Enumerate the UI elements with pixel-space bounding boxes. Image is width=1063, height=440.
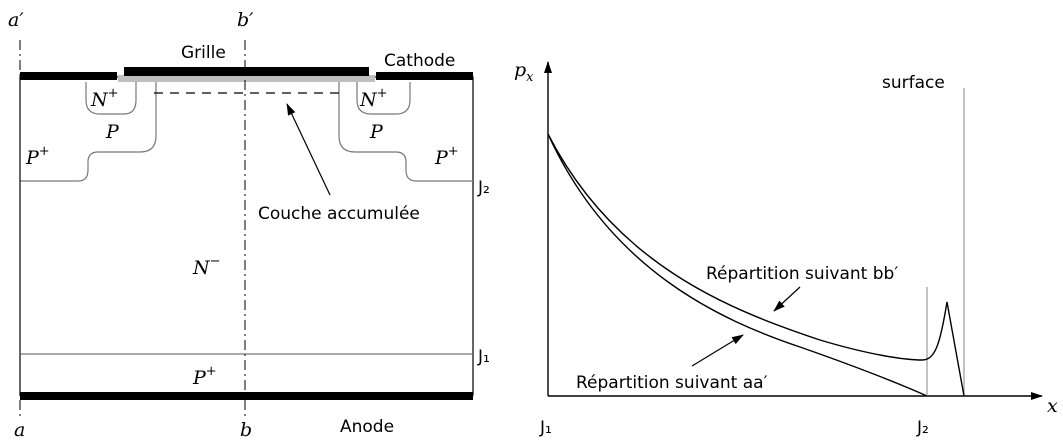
n-plus-region-right <box>356 82 411 115</box>
label-b-prime: b′ <box>237 9 254 31</box>
p-plus-left-label: P+ <box>25 144 50 169</box>
x-axis-label: x <box>1047 395 1058 417</box>
curve-aa <box>547 133 928 397</box>
n-plus-region-left <box>85 82 137 115</box>
anode-contact <box>20 392 473 400</box>
cathode-contact-left <box>20 72 117 80</box>
grille-label: Grille <box>181 43 226 63</box>
curve-bb-arrow <box>773 286 801 312</box>
cathode-label: Cathode <box>384 51 455 71</box>
anode-label: Anode <box>340 417 394 437</box>
p-left-label: P <box>105 121 120 143</box>
device-body <box>19 76 474 396</box>
y-axis-label: px <box>514 59 534 85</box>
accumulation-layer-label: Couche accumulée <box>258 204 420 224</box>
curve-aa-arrow <box>691 334 744 367</box>
p-plus-bottom-label: P+ <box>192 364 217 389</box>
gate-oxide <box>118 75 375 82</box>
n-minus-label: N− <box>192 254 221 279</box>
n-plus-left-label: N+ <box>90 86 119 111</box>
label-b: b <box>240 419 252 440</box>
curve-aa-label: Répartition suivant aa′ <box>576 373 768 393</box>
j1-label: J₁ <box>477 347 490 367</box>
label-a: a <box>14 419 25 440</box>
j2-label: J₂ <box>477 178 490 198</box>
p-right-label: P <box>369 121 384 143</box>
p-region-left <box>20 82 157 182</box>
p-plus-right-label: P+ <box>434 144 459 169</box>
curve-bb-label: Répartition suivant bb′ <box>706 264 898 284</box>
curve-bb <box>547 133 965 397</box>
tick-j1-label: J₁ <box>539 418 552 438</box>
cathode-contact-right <box>376 72 473 80</box>
carrier-distribution-plot: px x surface Répartition suivant bb′ Rép… <box>514 59 1058 438</box>
gate-metal <box>124 67 369 76</box>
surface-label: surface <box>882 73 945 93</box>
accumulation-arrow <box>286 103 331 196</box>
p-region-right <box>338 82 473 182</box>
tick-j2-label: J₂ <box>916 418 929 438</box>
device-cross-section: a′ b′ a b Grille Cathode Anode N+ N+ P P… <box>8 9 490 440</box>
label-a-prime: a′ <box>8 9 24 31</box>
n-plus-right-label: N+ <box>359 86 388 111</box>
